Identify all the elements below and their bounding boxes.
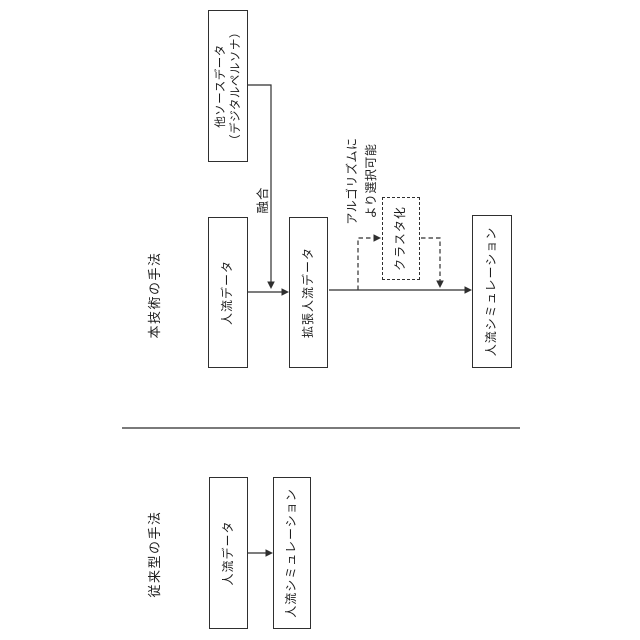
arrow-extended-to-simulation [329, 286, 472, 294]
label-algorithm-selectable: アルゴリズムに より選択可能 [343, 122, 381, 240]
box-label: 人流データ [220, 520, 235, 586]
box-clustering: クラスタ化 [382, 197, 420, 280]
arrowhead-down-icon [373, 234, 381, 242]
box-other-source-data: 他ソースデータ （デジタルペルソナ） [208, 10, 248, 162]
section-title-proposed: 本技術の手法 [148, 251, 163, 339]
box-label: クラスタ化 [393, 206, 408, 271]
box-label: 人流シミュレーション [284, 488, 299, 618]
section-title-conventional: 従来型の手法 [148, 510, 163, 598]
arrowhead-down-icon [281, 288, 289, 296]
box-label-line2: （デジタルペルソナ） [228, 26, 242, 146]
arrow-conventional-person-flow-to-simulation [248, 549, 273, 557]
fusion-line [248, 84, 272, 282]
note-line1: アルゴリズムに [345, 137, 359, 225]
box-label-line1: 他ソースデータ [213, 44, 228, 128]
box-label: 拡張人流データ [300, 247, 315, 339]
box-conventional-person-flow-data: 人流データ [209, 477, 248, 629]
label-fusion: 融合 [255, 186, 270, 214]
dashed-line [421, 237, 441, 281]
box-extended-person-flow-data: 拡張人流データ [289, 217, 328, 368]
box-person-flow-data: 人流データ [208, 217, 248, 368]
arrowhead-down-icon [464, 286, 472, 294]
fusion-connector [248, 84, 275, 289]
dashed-path-to-cluster [357, 234, 381, 290]
box-label: 人流データ [220, 260, 235, 326]
arrowhead-down-icon [265, 549, 273, 557]
arrowhead-left-icon [436, 280, 444, 288]
arrowhead-left-icon [267, 281, 275, 289]
arrow-person-flow-to-extended [248, 288, 289, 296]
box-label: 人流シミュレーション [484, 226, 499, 357]
dashed-line [357, 237, 374, 290]
dashed-path-from-cluster [421, 237, 444, 288]
note-line2: より選択可能 [364, 143, 378, 219]
box-person-flow-simulation: 人流シミュレーション [472, 215, 512, 368]
box-conventional-person-flow-simulation: 人流シミュレーション [273, 477, 311, 629]
